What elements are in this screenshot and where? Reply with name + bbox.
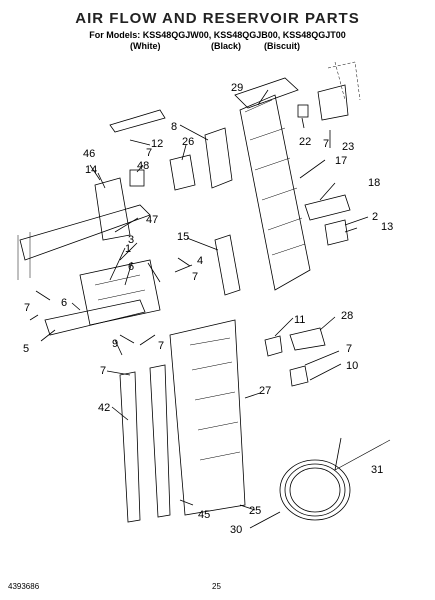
duct-8	[204, 127, 233, 189]
model-list: For Models: KSS48QGJW00, KSS48QGJB00, KS…	[89, 30, 346, 40]
variant-black-label: (Black)	[211, 41, 242, 51]
part-15	[214, 234, 241, 296]
callout-12: 12	[151, 138, 163, 150]
part-10	[289, 365, 309, 387]
bracket-18	[304, 194, 351, 221]
callout-17: 17	[335, 155, 347, 167]
bar-42	[119, 371, 141, 523]
callout-7-lower-mid: 7	[158, 340, 164, 352]
housing-25	[169, 319, 246, 516]
callout-7-right: 7	[346, 343, 352, 355]
callout-9: 9	[112, 338, 118, 350]
part-28	[289, 327, 326, 351]
callout-23: 23	[342, 141, 354, 153]
callout-10: 10	[346, 360, 358, 372]
callout-31: 31	[371, 464, 383, 476]
callout-3: 3	[128, 234, 134, 246]
callout-46: 46	[83, 148, 95, 160]
variant-biscuit-label: (Biscuit)	[264, 41, 300, 51]
part-47	[19, 204, 151, 261]
callout-18: 18	[368, 177, 380, 189]
part-2	[324, 219, 349, 246]
callout-29: 29	[231, 82, 243, 94]
callout-7-upper-left: 7	[146, 147, 152, 159]
callout-7-bottom-left: 7	[100, 365, 106, 377]
bar-12	[109, 109, 166, 133]
callout-6-lower: 6	[61, 297, 67, 309]
callout-27: 27	[259, 385, 271, 397]
callout-25: 25	[249, 505, 261, 517]
callout-30: 30	[230, 524, 242, 536]
callout-11: 11	[294, 314, 305, 326]
callout-7-left: 7	[24, 302, 30, 314]
reservoir-panel	[239, 94, 311, 291]
callout-7-mid: 7	[192, 271, 198, 283]
callout-4: 4	[197, 255, 203, 267]
callout-6-upper: 6	[128, 261, 134, 273]
callout-7-upper-right: 7	[323, 138, 329, 150]
callout-1: 1	[125, 243, 131, 255]
coiled-tube-30	[279, 459, 351, 521]
callout-13: 13	[381, 221, 393, 233]
callout-42: 42	[98, 402, 110, 414]
diagram-title: AIR FLOW AND RESERVOIR PARTS	[75, 10, 360, 27]
part-11	[264, 335, 283, 357]
callout-26: 26	[182, 136, 194, 148]
callout-45: 45	[198, 509, 210, 521]
callout-48: 48	[137, 160, 149, 172]
callout-8: 8	[171, 121, 177, 133]
mechanism-assembly	[79, 259, 161, 326]
callout-2: 2	[372, 211, 378, 223]
part-48	[129, 169, 145, 187]
variant-white-label: (White)	[130, 41, 161, 51]
bar-45	[149, 364, 171, 518]
top-bracket	[234, 77, 299, 109]
callout-5: 5	[23, 343, 29, 355]
callout-22: 22	[299, 136, 311, 148]
part-26	[169, 154, 196, 191]
right-bracket	[317, 84, 349, 121]
document-number: 4393686	[8, 582, 40, 591]
page-number: 25	[212, 582, 221, 591]
callout-15: 15	[177, 231, 189, 243]
callout-28: 28	[341, 310, 353, 322]
callout-47: 47	[146, 214, 158, 226]
small-block-22	[297, 104, 309, 118]
rail-9	[44, 299, 146, 336]
callout-14: 14	[85, 164, 97, 176]
part-14	[94, 177, 131, 241]
